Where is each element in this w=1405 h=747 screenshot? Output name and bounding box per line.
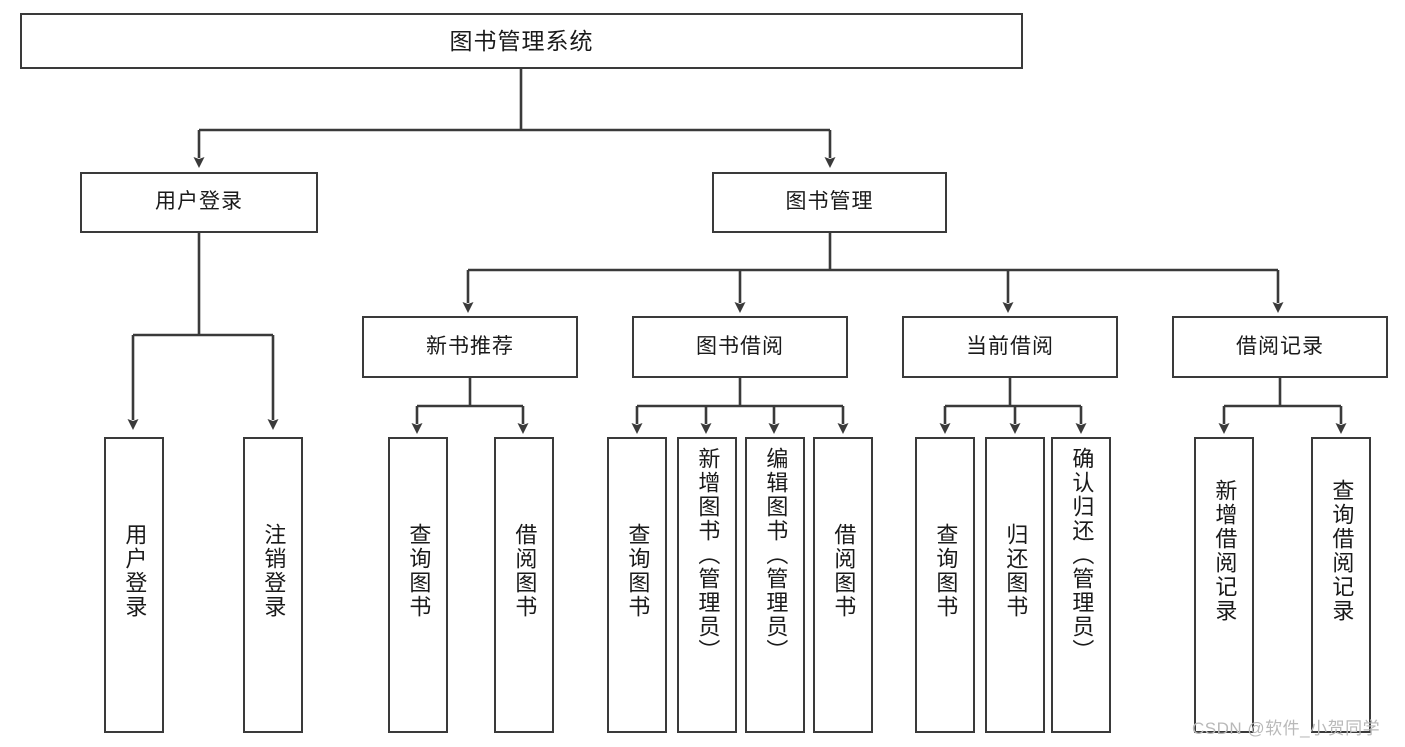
leaf-user-login-logout[interactable]: 注销登录 (243, 437, 303, 733)
node-label: 用户登录 (155, 190, 243, 214)
node-book-management[interactable]: 图书管理 (712, 172, 947, 233)
node-label: 图书管理系统 (449, 27, 594, 54)
node-label: 借阅记录 (1236, 334, 1324, 358)
node-label: 图书借阅 (696, 334, 784, 358)
node-root-book-management-system[interactable]: 图书管理系统 (20, 13, 1023, 69)
leaf-book-borrow-add-book-admin[interactable]: 新增图书（管理员） (677, 437, 737, 733)
node-label: 用户登录 (122, 523, 148, 619)
leaf-book-borrow-query-book[interactable]: 查询图书 (607, 437, 667, 733)
node-label: 查询借阅记录 (1329, 479, 1355, 623)
node-label: 确认归还（管理员） (1069, 447, 1095, 663)
leaf-current-borrow-query-book[interactable]: 查询图书 (915, 437, 975, 733)
node-label: 当前借阅 (966, 334, 1054, 358)
node-label: 查询图书 (625, 523, 651, 619)
node-label: 新增图书（管理员） (695, 447, 721, 663)
node-borrow-record[interactable]: 借阅记录 (1172, 316, 1388, 378)
node-label: 新书推荐 (426, 334, 514, 358)
node-label: 编辑图书（管理员） (763, 447, 789, 663)
leaf-new-book-query-book[interactable]: 查询图书 (388, 437, 448, 733)
leaf-borrow-record-add-record[interactable]: 新增借阅记录 (1194, 437, 1254, 733)
node-label: 借阅图书 (831, 523, 857, 619)
csdn-watermark: CSDN @软件_小贺同学 (1192, 719, 1381, 738)
node-new-book-recommend[interactable]: 新书推荐 (362, 316, 578, 378)
leaf-user-login-login[interactable]: 用户登录 (104, 437, 164, 733)
node-label: 图书管理 (785, 190, 874, 214)
node-label: 查询图书 (406, 523, 432, 619)
node-label: 借阅图书 (512, 523, 538, 619)
leaf-borrow-record-query-record[interactable]: 查询借阅记录 (1311, 437, 1371, 733)
node-label: 查询图书 (933, 523, 959, 619)
leaf-current-borrow-return-book[interactable]: 归还图书 (985, 437, 1045, 733)
node-user-login[interactable]: 用户登录 (80, 172, 318, 233)
leaf-book-borrow-borrow-book[interactable]: 借阅图书 (813, 437, 873, 733)
leaf-current-borrow-confirm-return-admin[interactable]: 确认归还（管理员） (1051, 437, 1111, 733)
node-current-borrow[interactable]: 当前借阅 (902, 316, 1118, 378)
node-label: 新增借阅记录 (1212, 479, 1238, 623)
node-book-borrow[interactable]: 图书借阅 (632, 316, 848, 378)
node-label: 归还图书 (1003, 523, 1029, 619)
leaf-book-borrow-edit-book-admin[interactable]: 编辑图书（管理员） (745, 437, 805, 733)
leaf-new-book-borrow-book[interactable]: 借阅图书 (494, 437, 554, 733)
node-label: 注销登录 (261, 523, 287, 619)
